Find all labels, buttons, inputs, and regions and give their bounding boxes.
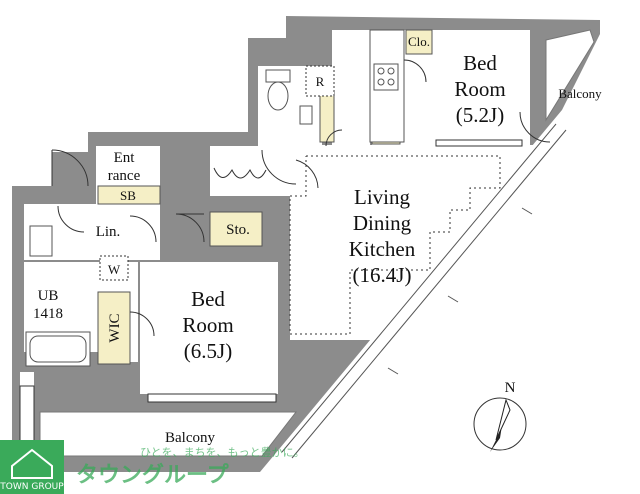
unit-bath-line1: UB: [38, 288, 59, 304]
compass: N: [473, 380, 527, 452]
fridge-space: [305, 65, 335, 97]
bedroom-south-line2: Room: [182, 313, 233, 337]
brand-company-jp: タウングループ: [76, 462, 230, 488]
bedroom-north-line1: Bed: [463, 51, 497, 75]
toilet: [265, 69, 313, 125]
house-icon: [11, 448, 53, 479]
entrance-line1: Ent: [114, 150, 136, 166]
window-sashes: [19, 139, 523, 457]
compass-needle-tail-icon: [495, 398, 511, 441]
unit-bath-line2: 1418: [33, 306, 63, 322]
balcony-south-label: Balcony: [165, 430, 215, 446]
room-labels: Bed Room (5.2J) Living Dining Kitchen (1…: [33, 34, 602, 446]
kitchen-counter: [369, 29, 405, 143]
entrance-line2: rance: [108, 168, 141, 184]
bedroom-north-line2: Room: [454, 77, 505, 101]
brand-tagline: ひとを、まちを、もっと豊かに。: [140, 446, 305, 459]
compass-north-label: N: [505, 380, 516, 396]
compass-ring: [473, 397, 527, 451]
shoe-box-label: SB: [120, 188, 136, 203]
bedroom-north-size: (5.2J): [456, 103, 504, 127]
washer-space: [99, 255, 129, 281]
ldk-line1: Living: [354, 185, 410, 209]
doors: [51, 59, 551, 337]
closet-label: Clo.: [408, 34, 430, 49]
balcony-east-label: Balcony: [558, 86, 602, 101]
ldk-line2: Dining: [353, 211, 412, 235]
bedroom-south-line1: Bed: [191, 287, 225, 311]
wic-label: WIC: [107, 313, 123, 342]
brand-company-en: TOWN GROUP: [0, 482, 64, 492]
washer-label: W: [108, 262, 121, 277]
fridge-label: R: [316, 74, 325, 89]
storage-label: Sto.: [226, 222, 250, 238]
unit-bath-fixtures: [25, 225, 91, 367]
balcony-east: [545, 29, 595, 122]
ldk-outline: [289, 155, 501, 335]
bedroom-south-size: (6.5J): [184, 339, 232, 363]
linen-label: Lin.: [96, 224, 121, 240]
diagonal-window: [281, 123, 567, 459]
brand-watermark: TOWN GROUP ひとを、まちを、もっと豊かに。 タウングループ: [0, 440, 305, 494]
ldk-size: (16.4J): [353, 263, 412, 287]
ldk-line3: Kitchen: [349, 237, 416, 261]
